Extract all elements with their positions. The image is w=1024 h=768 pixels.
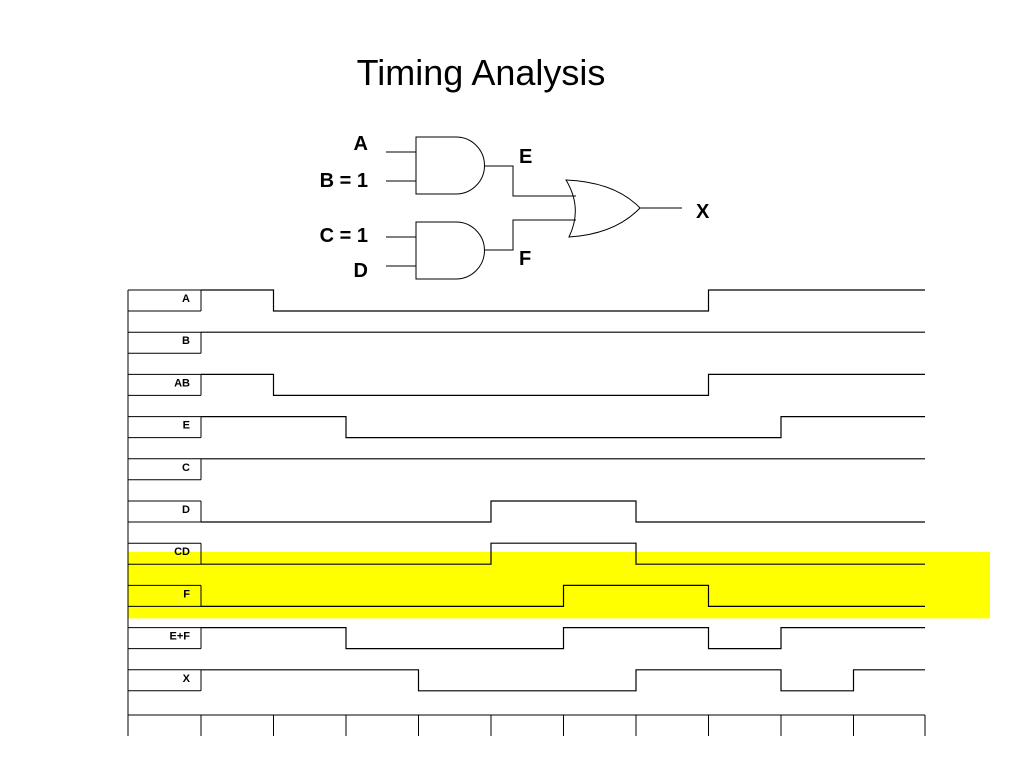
signal-label: CD — [174, 546, 190, 558]
signal-waveform — [201, 542, 925, 565]
signal-label: E — [183, 420, 190, 432]
label-x: X — [696, 201, 710, 223]
label-b: B = 1 — [319, 170, 368, 192]
signal-waveform — [201, 627, 925, 650]
wire-e — [484, 165, 576, 197]
signal-label: A — [182, 293, 190, 305]
signal-waveform — [201, 669, 925, 692]
signal-label: E+F — [170, 631, 191, 643]
signal-waveform — [201, 373, 925, 396]
signal-waveform — [201, 584, 925, 607]
label-e: E — [519, 146, 533, 168]
signal-label: F — [183, 588, 190, 600]
logic-circuit — [386, 136, 682, 280]
page-title: Timing Analysis — [356, 52, 606, 93]
signal-waveform — [201, 289, 925, 312]
and-gate-1 — [415, 136, 485, 195]
and-gate-2 — [415, 221, 485, 280]
signal-waveform — [201, 416, 925, 439]
label-f: F — [519, 248, 532, 270]
wire-f — [484, 219, 576, 251]
signal-waveform — [201, 500, 925, 523]
highlight-band — [128, 551, 990, 619]
signal-label: B — [182, 335, 190, 347]
label-d: D — [353, 260, 368, 282]
label-a: A — [353, 133, 368, 155]
signal-label: D — [182, 504, 190, 516]
or-gate — [565, 179, 641, 238]
signal-label: C — [182, 462, 190, 474]
signal-label: X — [183, 673, 191, 685]
signal-label: AB — [174, 377, 190, 389]
label-c: C = 1 — [319, 225, 368, 247]
